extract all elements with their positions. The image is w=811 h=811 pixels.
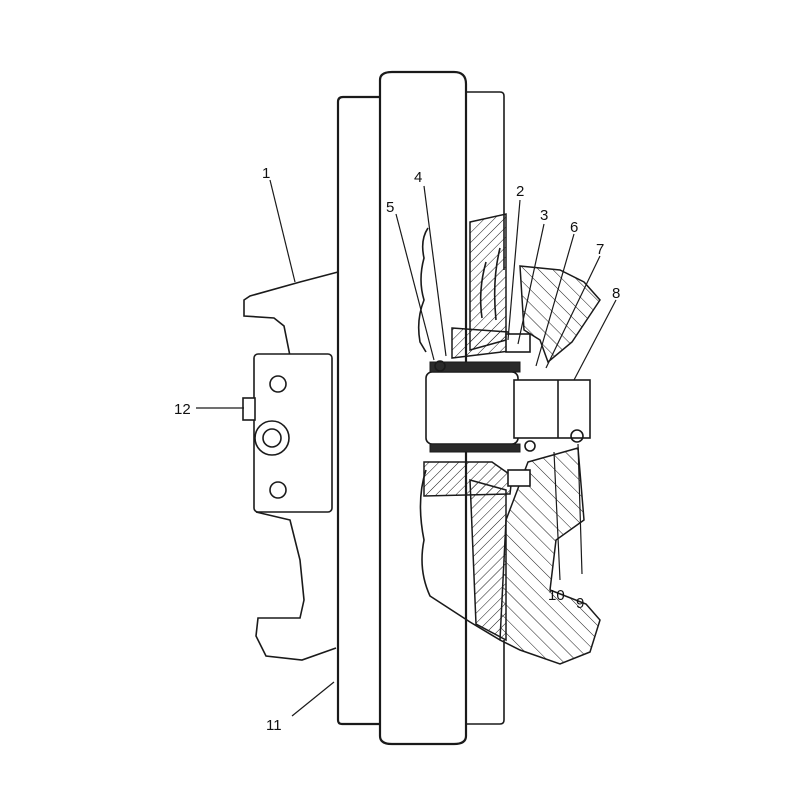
leader-6: [535, 233, 575, 367]
callout-9: 9: [576, 595, 584, 612]
callout-7: 7: [596, 241, 604, 258]
callout-8: 8: [612, 285, 620, 302]
leader-11: [291, 681, 335, 717]
leader-8: [573, 299, 617, 381]
callout-10: 10: [548, 587, 565, 604]
leader-lines: [196, 179, 617, 717]
callout-3: 3: [540, 207, 548, 224]
leader-3: [517, 223, 545, 345]
callout-11: 11: [266, 717, 282, 734]
mounting-plate: [242, 353, 333, 513]
callout-labels: 1 2 3 4 5 6 7 8 9 10 11 12: [174, 165, 620, 734]
cutaway-section: [417, 213, 601, 665]
callout-1: 1: [262, 165, 270, 182]
leader-1: [269, 179, 296, 283]
callout-6: 6: [570, 219, 578, 236]
leader-7: [545, 255, 601, 369]
callout-5: 5: [386, 199, 394, 216]
leader-10: [553, 451, 561, 581]
leader-9: [577, 443, 583, 575]
callout-12: 12: [174, 401, 191, 418]
mounting-bracket: [243, 271, 339, 661]
leader-4: [423, 185, 447, 357]
leader-5: [395, 213, 435, 361]
leader-2: [507, 199, 521, 341]
shaft: [425, 360, 591, 453]
callout-4: 4: [414, 169, 422, 186]
idler-wheel-rim: [336, 70, 505, 746]
callout-2: 2: [516, 183, 524, 200]
